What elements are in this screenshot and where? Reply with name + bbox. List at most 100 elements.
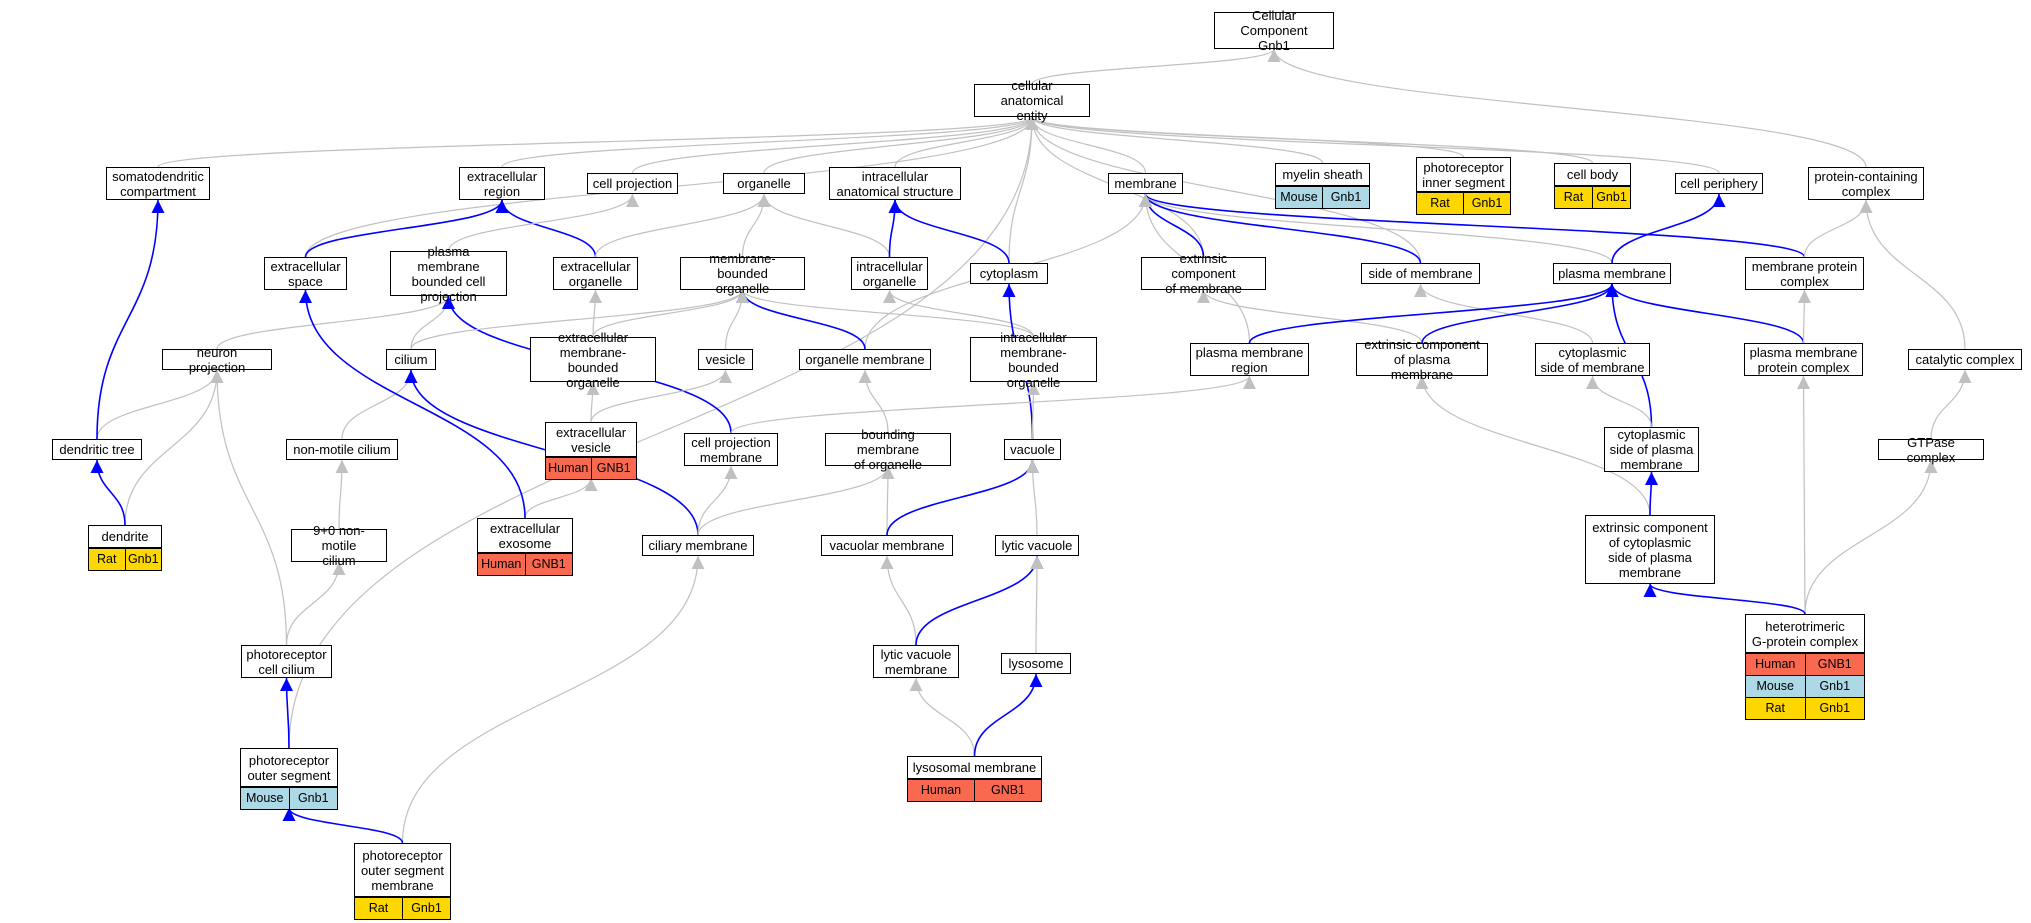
edge-np-to-pmbcp [216, 295, 455, 350]
term-node[interactable]: plasma membrane [1553, 263, 1671, 284]
term-label: extracellular region [459, 167, 545, 200]
edge-cc2-to-pcc [1859, 199, 1966, 350]
term-label: cellular anatomical entity [974, 78, 1090, 123]
term-node[interactable]: cytoplasmic side of membrane [1535, 343, 1650, 376]
term-node[interactable]: GTPase complex [1878, 435, 1984, 465]
term-label: vacuole [1004, 439, 1061, 460]
term-node[interactable]: extrinsic component of cytoplasmic side … [1585, 515, 1715, 584]
edge-cil-to-mbo [410, 289, 749, 350]
term-label: extrinsic component of cytoplasmic side … [1585, 515, 1715, 584]
term-label: plasma membrane protein complex [1744, 343, 1863, 376]
term-node[interactable]: side of membrane [1361, 263, 1480, 284]
term-node[interactable]: extracellular space [264, 257, 347, 290]
term-node[interactable]: plasma membrane region [1190, 343, 1309, 376]
edge-pm-to-mem [1139, 193, 1613, 264]
term-label: cell projection membrane [684, 433, 778, 466]
term-label: extracellular vesicle [545, 422, 637, 457]
term-node[interactable]: somatodendritic compartment [106, 167, 210, 200]
term-node[interactable]: photoreceptor cell cilium [241, 645, 332, 678]
term-node[interactable]: membrane-bounded organelle [680, 251, 805, 296]
term-node[interactable]: cell projection membrane [684, 433, 778, 466]
term-node[interactable]: cellular anatomical entity [974, 78, 1090, 123]
species-cell: Human [1755, 657, 1796, 671]
term-node[interactable]: cytoplasm [970, 263, 1048, 284]
term-label: non-motile cilium [286, 439, 398, 460]
term-node[interactable]: non-motile cilium [286, 439, 398, 460]
term-label: extrinsic component of membrane [1141, 251, 1266, 296]
term-node[interactable]: lytic vacuole [995, 535, 1079, 556]
term-node[interactable]: intracellular organelle [851, 257, 928, 290]
term-node[interactable]: Cellular Component Gnb1 [1214, 8, 1334, 53]
edge-ecpm-to-pm [1421, 283, 1619, 344]
term-node[interactable]: lytic vacuole membrane [873, 645, 959, 678]
term-node[interactable]: catalytic complex [1908, 349, 2022, 370]
gene-cell: GNB1 [590, 458, 637, 479]
edge-den-to-np [124, 369, 224, 526]
gene-cell: Gnb1 [1804, 698, 1865, 719]
term-label: lytic vacuole [995, 535, 1079, 556]
term-node[interactable]: plasma membrane bounded cell projection [390, 244, 507, 304]
term-label: photoreceptor outer segment membrane [354, 843, 451, 897]
term-node[interactable]: extracellular organelle [553, 257, 638, 290]
term-node[interactable]: plasma membrane protein complex [1744, 343, 1863, 376]
term-node[interactable]: extrinsic component of plasma membrane [1356, 337, 1488, 382]
term-node[interactable]: vesicle [698, 349, 753, 370]
term-node[interactable]: organelle [723, 173, 805, 194]
term-node[interactable]: protein-containing complex [1808, 167, 1924, 200]
edge-exo-to-es [299, 289, 526, 519]
term-node[interactable]: cell projection [587, 173, 678, 194]
term-node[interactable]: extracellular membrane-bounded organelle [530, 330, 656, 390]
edge-pcil-to-np [210, 369, 288, 646]
term-label: cell periphery [1675, 173, 1763, 194]
term-node[interactable]: ciliary membrane [642, 535, 754, 556]
gene-cell: Gnb1 [124, 549, 162, 570]
term-node[interactable]: extracellular region [459, 167, 545, 200]
edge-cyto-to-ias [888, 199, 1010, 264]
term-node[interactable]: membrane [1108, 173, 1183, 194]
edge-pmr-to-pm [1248, 283, 1619, 344]
term-node[interactable]: extrinsic component of membrane [1141, 251, 1266, 296]
species-cell: Human [920, 783, 962, 797]
gene-cell: Gnb1 [288, 788, 338, 809]
term-node[interactable]: cilium [386, 349, 436, 370]
edge-io-to-ias [888, 199, 902, 258]
term-node[interactable]: membrane protein complex [1745, 257, 1864, 290]
term-node[interactable]: vacuolar membrane [821, 535, 953, 556]
term-node[interactable]: organelle membrane [799, 349, 931, 370]
edge-ms-to-cae [1025, 116, 1324, 164]
term-label: cell body [1554, 163, 1631, 186]
edge-es-to-er [304, 199, 509, 258]
term-node[interactable]: cell periphery [1675, 173, 1763, 194]
edge-cpm-to-pmr [730, 375, 1256, 434]
term-node[interactable]: 9+0 non-motile cilium [291, 523, 387, 568]
term-node[interactable]: lysosome [1001, 653, 1071, 674]
term-node[interactable]: dendritic tree [52, 439, 142, 460]
edge-cae-to-cc [1031, 48, 1281, 85]
term-node[interactable]: bounding membrane of organelle [825, 427, 951, 472]
term-node[interactable]: intracellular anatomical structure [829, 167, 961, 200]
gene-cell: Gnb1 [1592, 187, 1630, 208]
term-label: photoreceptor cell cilium [241, 645, 332, 678]
term-node[interactable]: neuron projection [162, 345, 272, 375]
term-node[interactable]: vacuole [1004, 439, 1061, 460]
term-label: plasma membrane [1553, 263, 1671, 284]
edge-hgpc-to-eccspm [1643, 583, 1806, 615]
edge-lysm-to-lys [973, 673, 1043, 757]
edge-eo-to-er [495, 199, 597, 258]
term-node[interactable]: cytoplasmic side of plasma membrane [1604, 427, 1699, 472]
term-node[interactable]: intracellular membrane-bounded organelle [970, 330, 1097, 390]
term-label: extracellular organelle [553, 257, 638, 290]
